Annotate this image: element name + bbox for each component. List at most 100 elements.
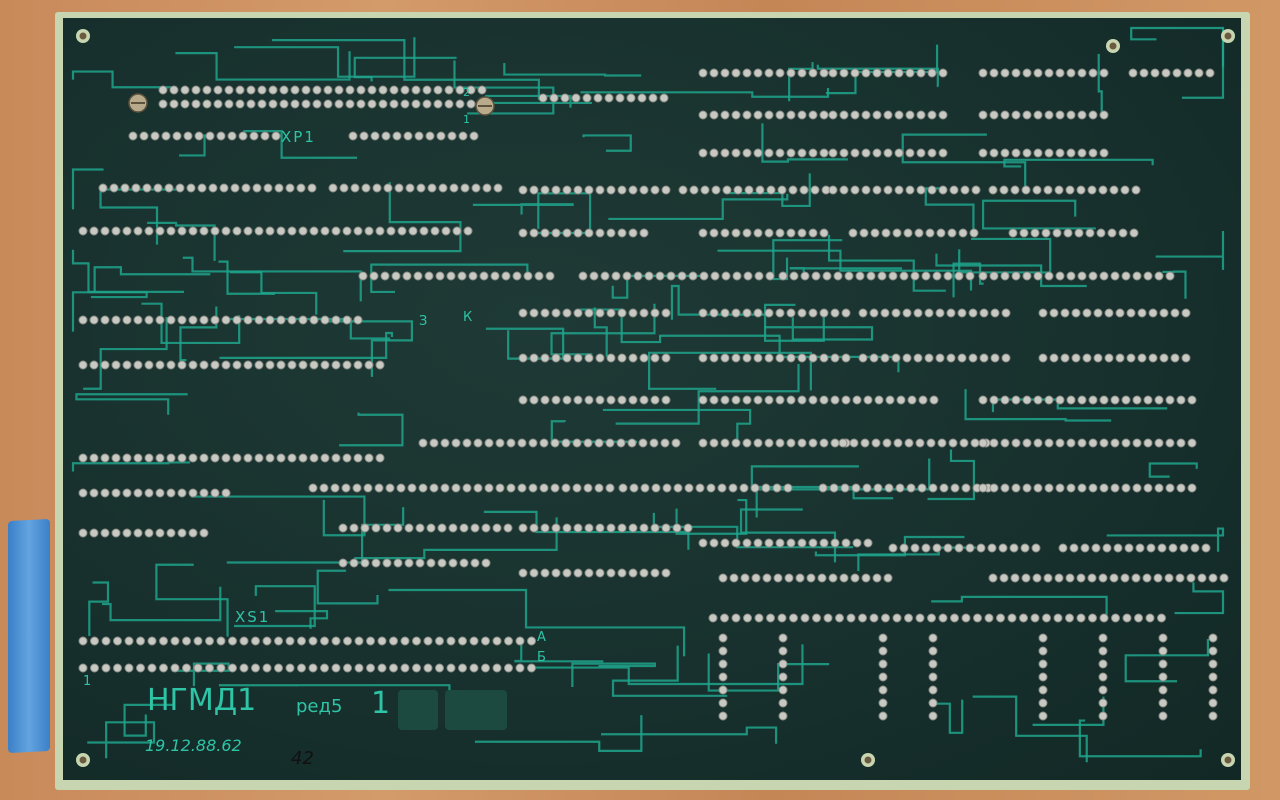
- solder-pad: [644, 271, 654, 281]
- solder-pad: [873, 483, 883, 493]
- solder-pad: [455, 85, 465, 95]
- solder-pad: [89, 528, 99, 538]
- solder-pad: [241, 183, 251, 193]
- solder-pad: [224, 99, 234, 109]
- solder-pad: [615, 93, 625, 103]
- solder-pad: [246, 85, 256, 95]
- solder-pad: [850, 573, 860, 583]
- solder-pad: [989, 148, 999, 158]
- solder-pad: [444, 85, 454, 95]
- solder-pad: [122, 528, 132, 538]
- solder-pad: [989, 271, 999, 281]
- solder-pad: [188, 226, 198, 236]
- solder-pad: [649, 438, 659, 448]
- solder-pad: [1021, 185, 1031, 195]
- solder-pad: [709, 110, 719, 120]
- solder-pad: [870, 228, 880, 238]
- solder-pad: [775, 353, 785, 363]
- solder-pad: [861, 68, 871, 78]
- solder-pad: [753, 308, 763, 318]
- trace: [503, 62, 642, 77]
- solder-pad: [232, 453, 242, 463]
- solder-pad: [101, 663, 111, 673]
- solder-pad: [191, 85, 201, 95]
- solder-pad: [166, 528, 176, 538]
- solder-pad: [309, 453, 319, 463]
- solder-pad: [1001, 353, 1011, 363]
- solder-pad: [540, 568, 550, 578]
- solder-pad: [932, 543, 942, 553]
- solder-pad: [905, 148, 915, 158]
- solder-pad: [111, 528, 121, 538]
- solder-pad: [584, 353, 594, 363]
- solder-pad: [728, 483, 738, 493]
- solder-pad: [639, 568, 649, 578]
- solder-pad: [878, 698, 888, 708]
- solder-pad: [659, 93, 669, 103]
- solder-pad: [389, 85, 399, 95]
- solder-pad: [144, 315, 154, 325]
- solder-pad: [822, 271, 832, 281]
- solder-pad: [896, 395, 906, 405]
- solder-pad: [1113, 543, 1123, 553]
- solder-pad: [706, 483, 716, 493]
- solder-pad: [947, 228, 957, 238]
- solder-pad: [731, 110, 741, 120]
- solder-pad: [345, 99, 355, 109]
- solder-pad: [595, 228, 605, 238]
- solder-pad: [221, 226, 231, 236]
- solder-pad: [878, 633, 888, 643]
- pcb-traces-and-pads: [71, 26, 1235, 767]
- solder-pad: [731, 228, 741, 238]
- solder-pad: [978, 271, 988, 281]
- solder-pad: [334, 85, 344, 95]
- solder-pad: [425, 131, 435, 141]
- solder-pad: [1102, 543, 1112, 553]
- solder-pad: [943, 271, 953, 281]
- solder-pad: [287, 226, 297, 236]
- solder-pad: [1208, 646, 1218, 656]
- solder-pad: [279, 85, 289, 95]
- solder-pad: [124, 663, 134, 673]
- solder-pad: [878, 672, 888, 682]
- solder-pad: [1011, 68, 1021, 78]
- solder-pad: [593, 93, 603, 103]
- solder-pad: [354, 663, 364, 673]
- solder-pad: [605, 483, 615, 493]
- solder-pad: [403, 131, 413, 141]
- solder-pad: [957, 308, 967, 318]
- solder-pad: [1158, 659, 1168, 669]
- solder-pad: [708, 613, 718, 623]
- solder-pad: [481, 663, 490, 673]
- solder-pad: [193, 663, 203, 673]
- solder-pad: [1208, 573, 1218, 583]
- solder-pad: [298, 360, 308, 370]
- solder-pad: [100, 360, 110, 370]
- solder-pad: [1159, 308, 1169, 318]
- solder-pad: [440, 438, 450, 448]
- trace: [485, 94, 592, 108]
- solder-pad: [902, 308, 912, 318]
- solder-pad: [367, 99, 377, 109]
- solder-pad: [695, 483, 705, 493]
- solder-pad: [1088, 68, 1098, 78]
- solder-pad: [1208, 672, 1218, 682]
- solder-pad: [540, 228, 550, 238]
- solder-pad: [698, 395, 708, 405]
- solder-pad: [750, 483, 760, 493]
- solder-pad: [418, 438, 428, 448]
- solder-pad: [122, 226, 132, 236]
- solder-pad: [144, 226, 154, 236]
- solder-pad: [100, 453, 110, 463]
- solder-pad: [1038, 633, 1048, 643]
- solder-pad: [830, 438, 840, 448]
- solder-pad: [988, 573, 998, 583]
- solder-pad: [917, 483, 927, 493]
- solder-pad: [341, 483, 351, 493]
- solder-pad: [661, 185, 671, 195]
- solder-pad: [904, 613, 913, 623]
- solder-pad: [320, 636, 329, 646]
- solder-pad: [830, 353, 840, 363]
- solder-pad: [411, 85, 421, 95]
- solder-pad: [193, 636, 203, 646]
